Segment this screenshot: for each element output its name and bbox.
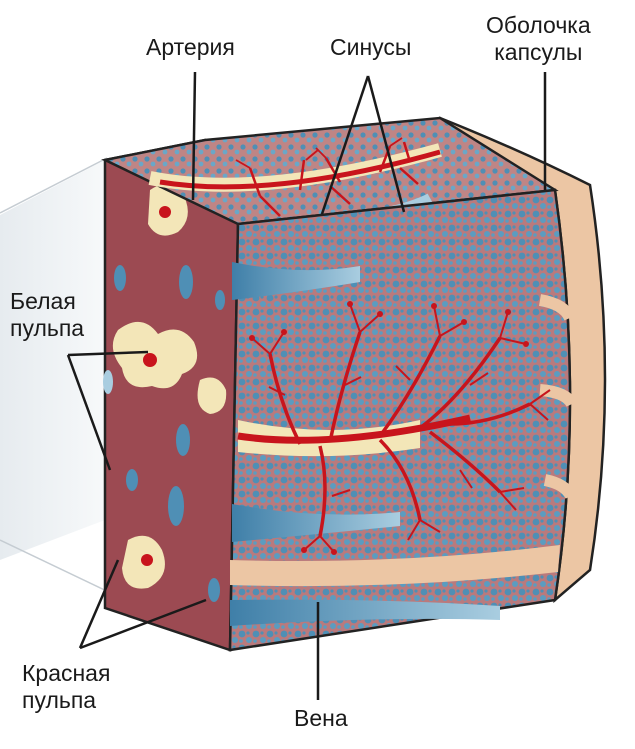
left-face-red-pulp: [103, 140, 238, 650]
red-pulp-label-line2: пульпа: [22, 687, 110, 714]
label-white-pulp: Белая пульпа: [10, 288, 84, 342]
label-capsule: Оболочка капсулы: [486, 12, 591, 66]
label-vein: Вена: [294, 705, 348, 732]
sinuses-label-text: Синусы: [330, 34, 411, 61]
front-face: [230, 190, 572, 650]
capsule-label-line2: капсулы: [486, 39, 591, 66]
label-red-pulp: Красная пульпа: [22, 660, 110, 714]
white-pulp-label-line1: Белая: [10, 288, 84, 315]
artery-label-text: Артерия: [146, 34, 235, 61]
capsule-label-line1: Оболочка: [486, 12, 591, 39]
white-pulp-label-line2: пульпа: [10, 315, 84, 342]
red-pulp-label-line1: Красная: [22, 660, 110, 687]
label-artery: Артерия: [146, 34, 235, 61]
label-sinuses: Синусы: [330, 34, 411, 61]
vein-label-text: Вена: [294, 705, 348, 732]
